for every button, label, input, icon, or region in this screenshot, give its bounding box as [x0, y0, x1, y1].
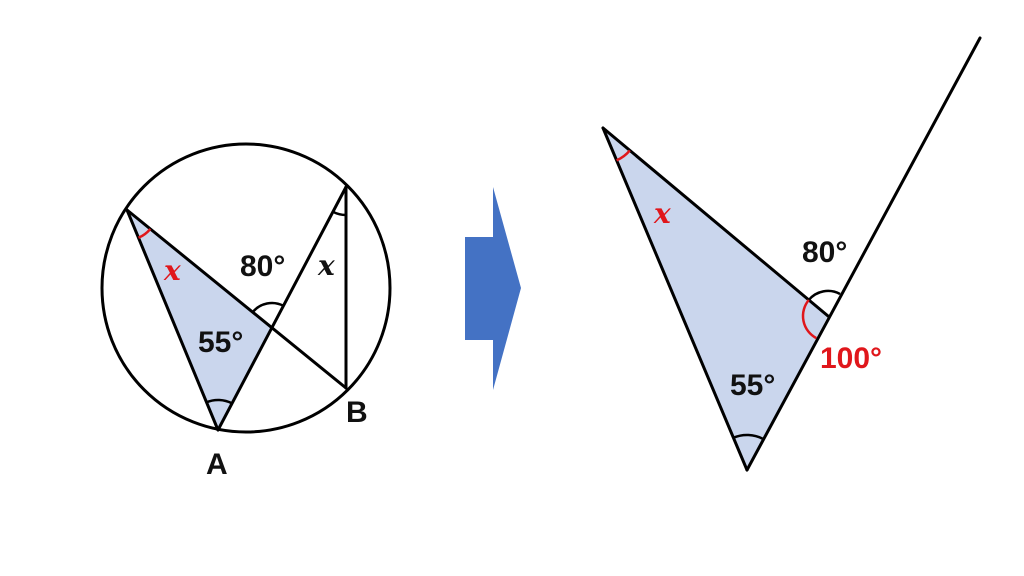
right-figure: x 80° 100° 55°: [601, 36, 982, 472]
shaded-triangle-left: [127, 210, 272, 430]
label-80: 80°: [802, 236, 847, 269]
angle-arc-80: [251, 301, 285, 314]
right-arrow-icon: [465, 187, 521, 390]
label-x-red: x: [653, 197, 671, 230]
angle-arc-x-red: [616, 149, 631, 162]
label-point-b: B: [346, 396, 368, 429]
angle-arc-x-black: [332, 210, 347, 217]
chord-p1-a: [125, 208, 220, 432]
label-x-red: x: [163, 254, 181, 287]
label-55: 55°: [730, 369, 775, 402]
angle-arc-55: [732, 433, 764, 441]
shaded-triangle-right: [603, 128, 828, 470]
side-t-v: [601, 126, 749, 472]
side-t-c: [601, 126, 830, 318]
label-100-red: 100°: [820, 342, 882, 375]
label-80: 80°: [240, 250, 285, 283]
label-55: 55°: [198, 326, 243, 359]
label-point-a: A: [206, 448, 228, 481]
angle-arc-80: [807, 289, 841, 301]
angle-arc-x-red: [137, 228, 152, 239]
angle-arc-100-red: [801, 299, 817, 340]
angle-arc-55: [206, 398, 233, 405]
chord-p1-b: [125, 208, 348, 390]
label-x-black: x: [317, 249, 335, 282]
chord-a-p2: [216, 185, 348, 432]
circle: [100, 142, 392, 434]
extended-ray: [745, 36, 982, 472]
left-figure: x 80° x 55° A B: [100, 142, 392, 481]
